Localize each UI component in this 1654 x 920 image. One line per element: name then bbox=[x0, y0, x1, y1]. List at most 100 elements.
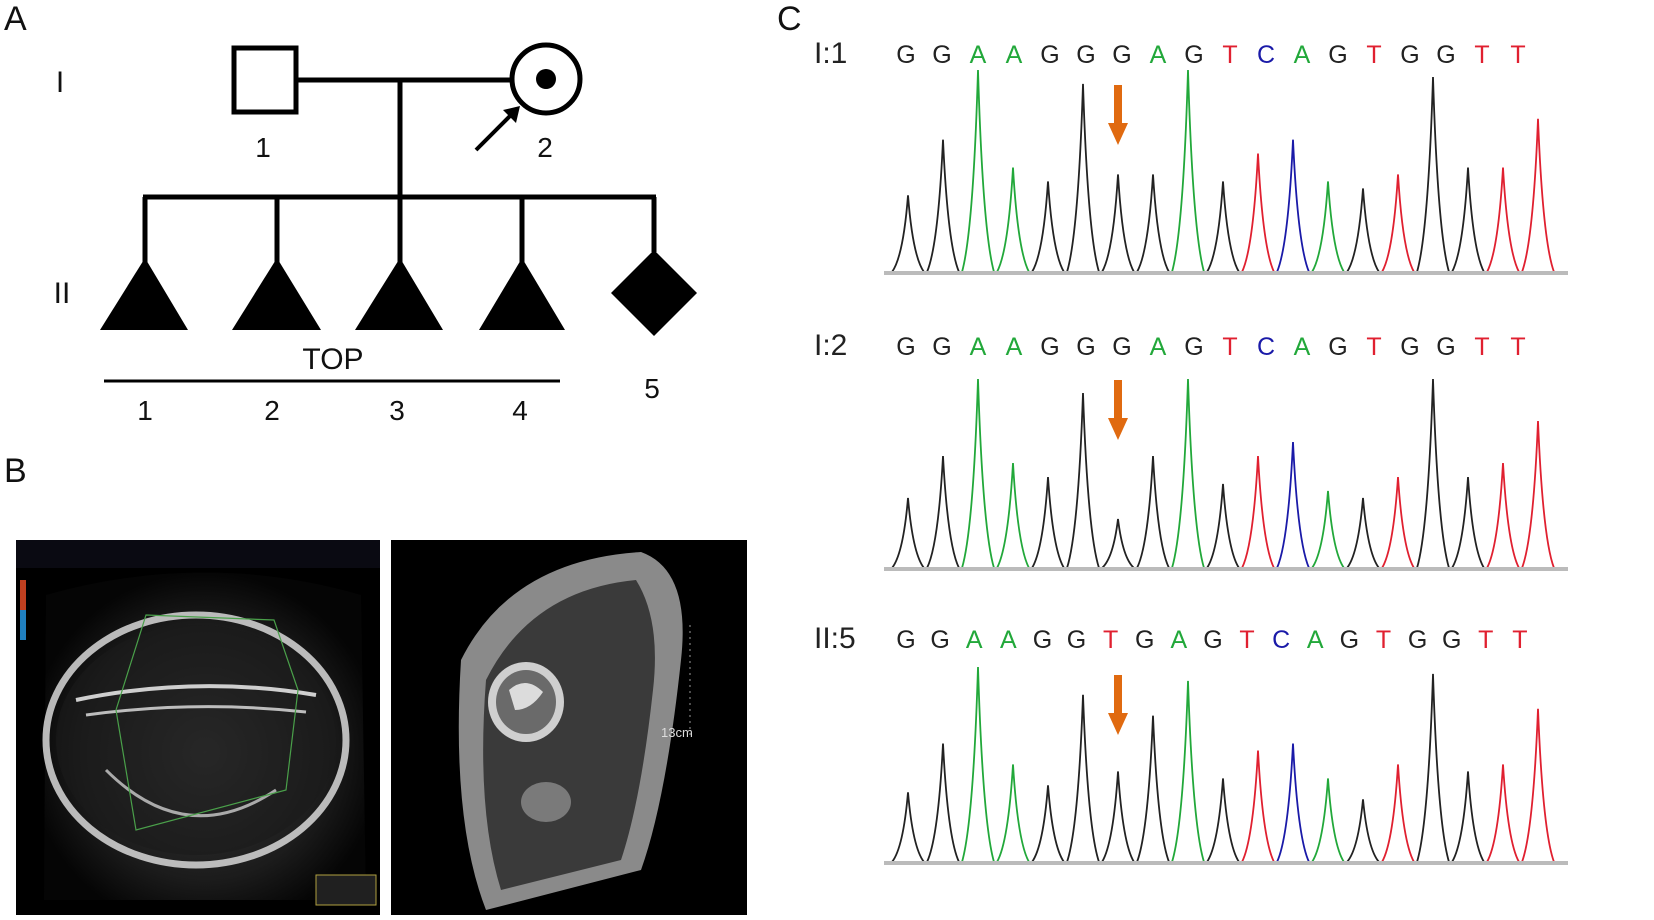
base-call: C bbox=[1272, 626, 1290, 654]
base-call: A bbox=[1150, 333, 1167, 361]
mutation-arrow-icon bbox=[1114, 380, 1122, 420]
trace-peak bbox=[1311, 181, 1345, 273]
trace-peak bbox=[1521, 708, 1555, 863]
base-call: C bbox=[1257, 41, 1275, 69]
top-label: TOP bbox=[302, 343, 363, 376]
base-call: A bbox=[1294, 333, 1311, 361]
gen2-number-2: 2 bbox=[264, 395, 280, 426]
trace-peak bbox=[1451, 476, 1485, 569]
base-call: T bbox=[1366, 41, 1381, 69]
pedigree-chart: I II 1 2 TOP 1 2 3 4 5 bbox=[54, 42, 697, 426]
affected-pregnancy-triangle bbox=[479, 258, 565, 330]
base-call: A bbox=[1006, 41, 1023, 69]
trace-peak bbox=[1171, 378, 1205, 569]
proband-arrow-icon bbox=[503, 106, 520, 123]
trace-peak bbox=[891, 497, 925, 569]
trace-peak bbox=[1311, 490, 1345, 569]
base-call: G bbox=[930, 626, 949, 654]
trace-peak bbox=[1241, 153, 1275, 273]
affected-pregnancy-triangle bbox=[355, 258, 443, 330]
generation-label-ii: II bbox=[54, 277, 71, 310]
trace-peak bbox=[1346, 799, 1380, 863]
base-call: G bbox=[932, 333, 951, 361]
trace-peak bbox=[1416, 76, 1450, 273]
base-call: G bbox=[1040, 333, 1059, 361]
base-call: G bbox=[1203, 626, 1222, 654]
trace-peak bbox=[926, 139, 960, 273]
base-call: T bbox=[1474, 41, 1489, 69]
base-call: A bbox=[966, 626, 983, 654]
base-call: G bbox=[1328, 333, 1347, 361]
affected-pregnancy-triangle bbox=[100, 258, 188, 330]
panel-label-a: A bbox=[4, 0, 27, 38]
trace-peak bbox=[1136, 174, 1170, 273]
mutation-arrowhead-icon bbox=[1108, 418, 1128, 440]
base-call: T bbox=[1366, 333, 1381, 361]
trace-peak bbox=[996, 167, 1030, 273]
trace-peak bbox=[1101, 174, 1135, 273]
mutation-arrowhead-icon bbox=[1108, 713, 1128, 735]
base-call: G bbox=[1184, 41, 1203, 69]
affected-diamond-symbol bbox=[611, 250, 697, 336]
trace-peak bbox=[1276, 441, 1310, 569]
base-call: G bbox=[1436, 41, 1455, 69]
trace-peak bbox=[961, 666, 995, 863]
mutation-arrow-icon bbox=[1114, 85, 1122, 125]
sample-label: I:2 bbox=[814, 329, 847, 362]
base-call: A bbox=[1294, 41, 1311, 69]
base-call: G bbox=[1400, 41, 1419, 69]
trace-peak bbox=[1521, 118, 1555, 273]
trace-peak bbox=[1486, 167, 1520, 273]
base-call: T bbox=[1376, 626, 1391, 654]
base-call: G bbox=[896, 333, 915, 361]
trace-peak bbox=[1381, 476, 1415, 569]
gen1-number-2: 2 bbox=[537, 132, 553, 163]
base-call: A bbox=[970, 333, 987, 361]
trace-peak bbox=[1451, 167, 1485, 273]
gen1-number-1: 1 bbox=[255, 132, 271, 163]
trace-peak bbox=[1171, 69, 1205, 273]
base-call: G bbox=[896, 626, 915, 654]
base-call: G bbox=[932, 41, 951, 69]
trace-peak bbox=[1031, 785, 1065, 863]
trace-peak bbox=[1311, 778, 1345, 863]
base-call: T bbox=[1222, 333, 1237, 361]
trace-peak bbox=[1346, 497, 1380, 569]
base-call: G bbox=[1184, 333, 1203, 361]
trace-peak bbox=[1451, 771, 1485, 863]
trace-peak bbox=[1486, 764, 1520, 863]
trace-peak bbox=[1031, 476, 1065, 569]
base-call: G bbox=[1328, 41, 1347, 69]
trace-peak bbox=[1136, 455, 1170, 569]
gen2-number-3: 3 bbox=[389, 395, 405, 426]
base-call: G bbox=[1135, 626, 1154, 654]
panel-label-b: B bbox=[4, 452, 27, 490]
trace-peak bbox=[1416, 673, 1450, 863]
gen2-number-5: 5 bbox=[644, 373, 660, 404]
trace-peak bbox=[1206, 778, 1240, 863]
base-call: G bbox=[1340, 626, 1359, 654]
base-call: T bbox=[1239, 626, 1254, 654]
base-call: G bbox=[1076, 41, 1095, 69]
base-call: G bbox=[1442, 626, 1461, 654]
panel-label-c: C bbox=[777, 0, 802, 38]
trace-peak bbox=[1206, 483, 1240, 569]
gen2-number-4: 4 bbox=[512, 395, 528, 426]
base-call: G bbox=[896, 41, 915, 69]
generation-label-i: I bbox=[56, 66, 64, 99]
base-call: T bbox=[1510, 41, 1525, 69]
trace-peak bbox=[1276, 139, 1310, 273]
base-call: G bbox=[1436, 333, 1455, 361]
mutation-arrowhead-icon bbox=[1108, 123, 1128, 145]
trace-peak bbox=[1486, 462, 1520, 569]
base-call: A bbox=[1150, 41, 1167, 69]
trace-peak bbox=[1066, 83, 1100, 273]
trace-peak bbox=[1381, 174, 1415, 273]
trace-peak bbox=[996, 462, 1030, 569]
trace-peak bbox=[1276, 743, 1310, 863]
base-call: T bbox=[1510, 333, 1525, 361]
sample-label: II:5 bbox=[814, 622, 856, 655]
